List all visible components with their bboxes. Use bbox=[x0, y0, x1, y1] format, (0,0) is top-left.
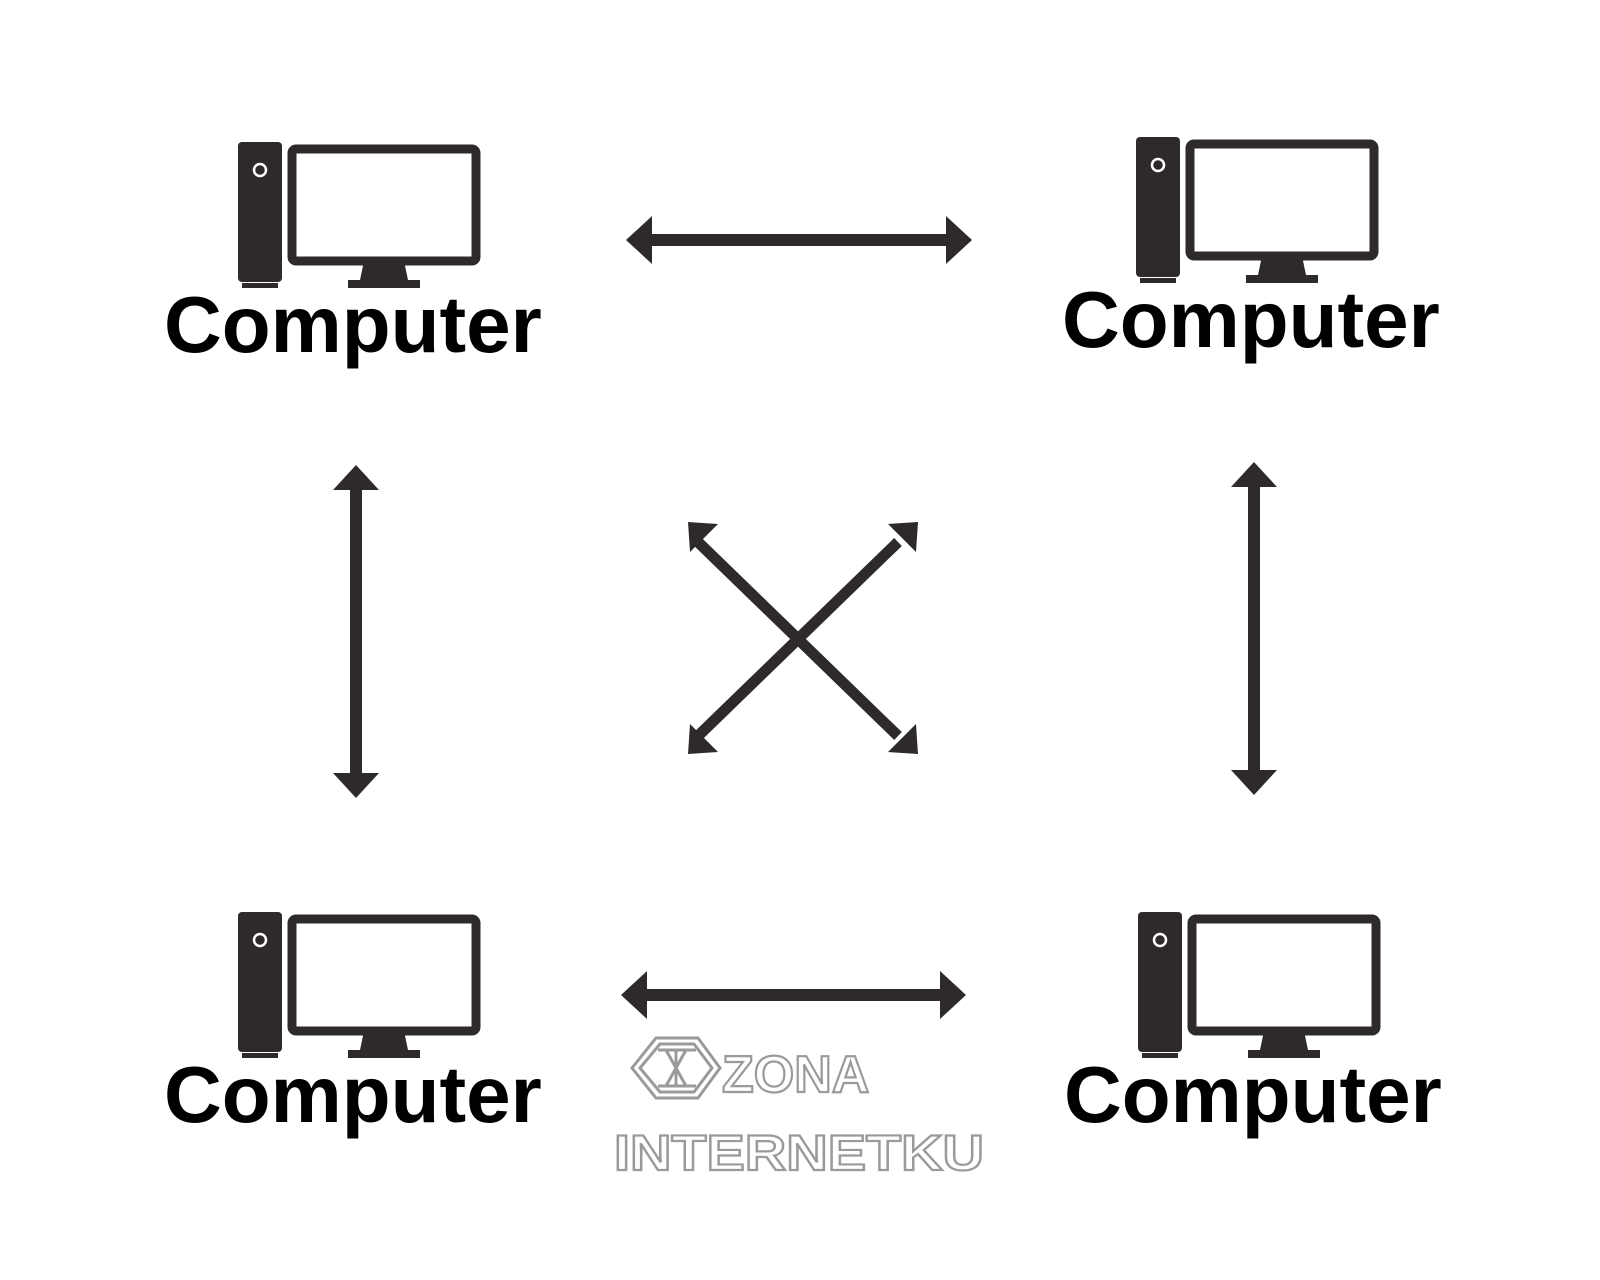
computer-label: Computer bbox=[164, 1050, 542, 1139]
desktop-computer-icon bbox=[238, 142, 481, 288]
edge-top-right-bottom-left bbox=[688, 522, 918, 754]
edge-bottom-left-bottom-right bbox=[621, 971, 966, 1019]
edge-top-left-bottom-left bbox=[333, 465, 379, 798]
computer-node-top-left: Computer bbox=[164, 140, 542, 365]
computer-node-bottom-left: Computer bbox=[164, 910, 542, 1135]
edge-top-left-top-right bbox=[626, 216, 972, 264]
desktop-computer-icon bbox=[1136, 137, 1379, 283]
watermark-line2: INTERNETKU bbox=[614, 1125, 984, 1180]
desktop-computer-icon bbox=[1138, 912, 1381, 1058]
edge-top-right-bottom-right bbox=[1231, 462, 1277, 795]
computer-label: Computer bbox=[1062, 275, 1440, 364]
computer-label: Computer bbox=[1064, 1050, 1442, 1139]
computer-node-top-right: Computer bbox=[1062, 135, 1440, 360]
computer-node-bottom-right: Computer bbox=[1064, 910, 1442, 1135]
computer-label: Computer bbox=[164, 280, 542, 369]
watermark-line1: ZONA bbox=[722, 1046, 869, 1104]
hexagon-logo-icon bbox=[630, 1036, 722, 1100]
zona-internetku-watermark: ZONA INTERNETKU bbox=[613, 1036, 985, 1180]
desktop-computer-icon bbox=[238, 912, 481, 1058]
